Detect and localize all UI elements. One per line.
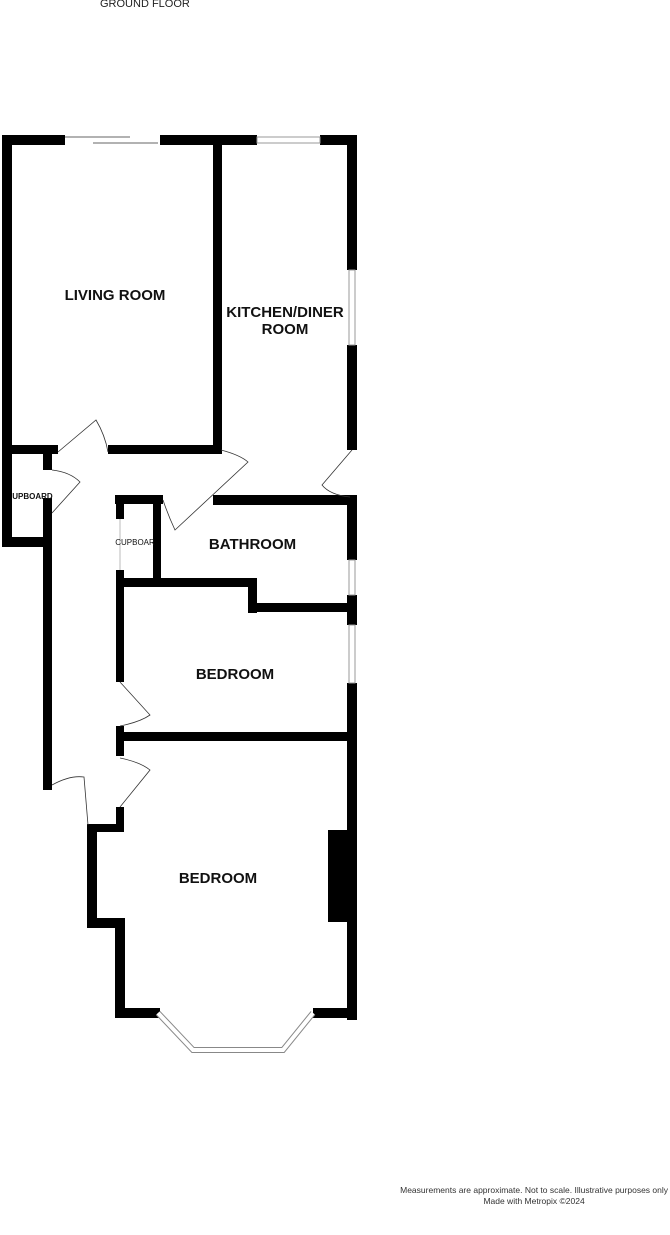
room-label-cupboard-left: UPBOARD <box>12 492 53 501</box>
room-label-bedroom-1: BEDROOM <box>195 666 275 683</box>
copyright-line: Made with Metropix ©2024 <box>483 1195 585 1206</box>
kitchen-label-line1: KITCHEN/DINER <box>226 304 344 321</box>
disclaimer-footer: Measurements are approximate. Not to sca… <box>400 1185 668 1206</box>
room-label-living-room: LIVING ROOM <box>64 287 166 304</box>
room-label-bedroom-2: BEDROOM <box>178 870 258 887</box>
chimney-breast <box>328 830 347 922</box>
kitchen-label-line2: ROOM <box>261 320 309 338</box>
windows <box>155 136 356 1053</box>
disclaimer-line: Measurements are approximate. Not to sca… <box>400 1185 668 1195</box>
room-label-kitchen-diner: KITCHEN/DINER ROOM <box>215 304 355 338</box>
walls <box>2 135 357 1020</box>
doors <box>51 136 353 826</box>
room-label-bathroom: BATHROOM <box>208 536 297 553</box>
floor-title: GROUND FLOOR <box>100 0 190 10</box>
room-label-cupboard-mid: CUPBOAR <box>115 539 155 547</box>
